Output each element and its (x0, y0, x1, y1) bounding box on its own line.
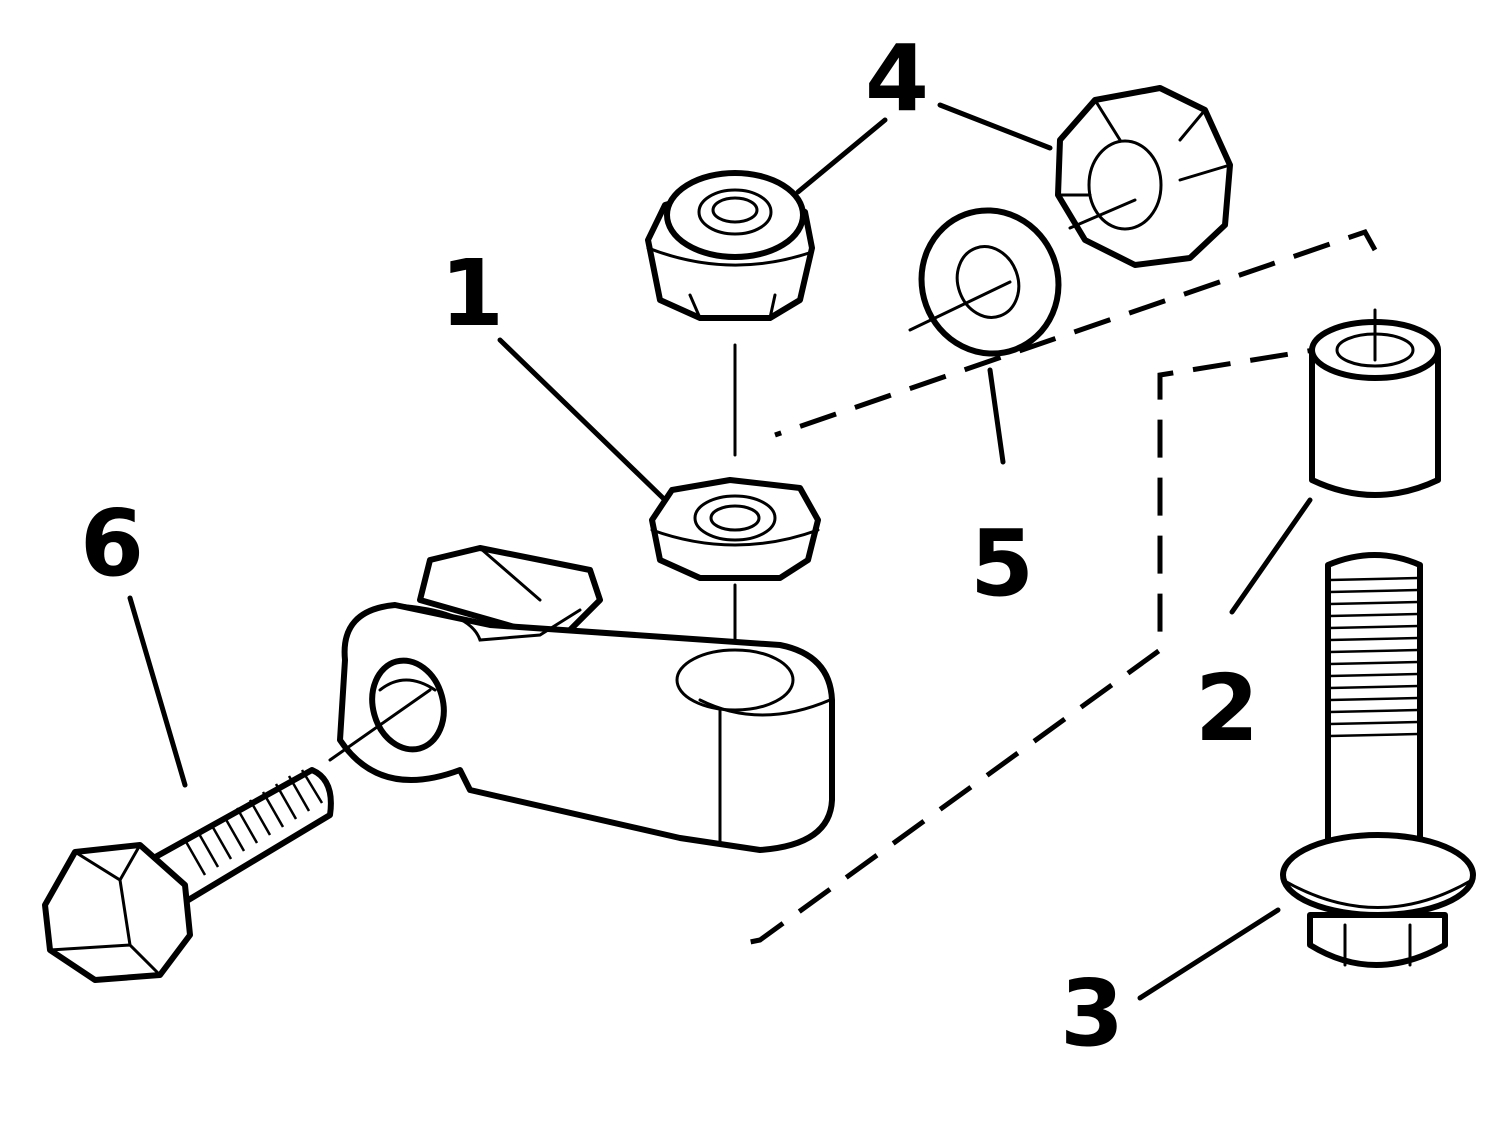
washer-part (908, 207, 1062, 357)
dashed-assembly-lines (734, 228, 1378, 948)
callout-2: 2 (1195, 655, 1259, 762)
hex-nut-part (1055, 85, 1233, 268)
jam-nut-part (649, 477, 821, 581)
clevis-pin-axis-line (328, 688, 432, 762)
hex-bolt-part (42, 767, 334, 983)
callout-4: 4 (865, 25, 929, 132)
callout-6: 6 (80, 490, 144, 597)
flange-bolt-part (1280, 552, 1476, 968)
leader-lines (127, 102, 1313, 1001)
lock-nut-part (645, 170, 815, 321)
callout-labels: 4 1 5 6 2 3 (80, 25, 1259, 1067)
bushing-part (1309, 308, 1441, 498)
callout-5: 5 (970, 510, 1034, 617)
callout-3: 3 (1060, 960, 1124, 1067)
clevis-link-part (337, 545, 835, 853)
callout-1: 1 (440, 240, 504, 347)
